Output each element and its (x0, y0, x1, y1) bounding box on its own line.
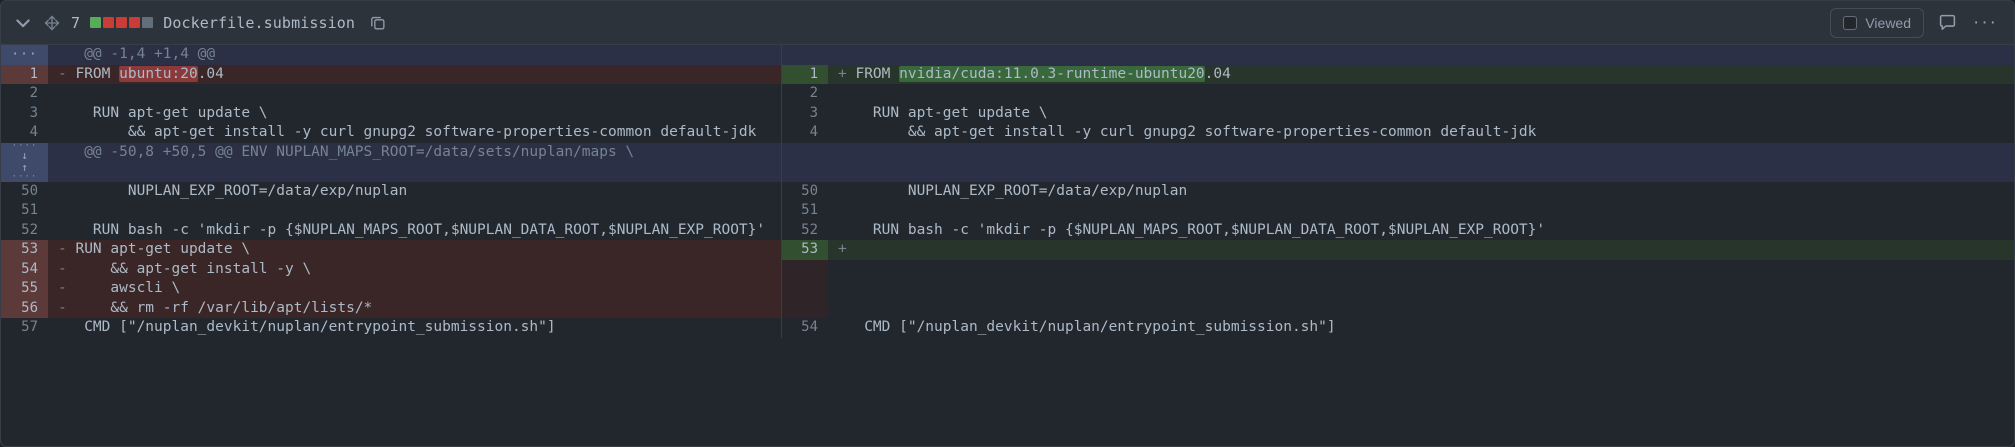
copy-icon[interactable] (365, 14, 387, 32)
line-number-left[interactable]: 55 (1, 279, 48, 299)
line-number-right-empty (780, 259, 828, 279)
hunk-right-gutter (780, 45, 828, 65)
line-content-right[interactable] (828, 201, 2014, 221)
line-content-left[interactable]: - RUN apt-get update \ (48, 240, 781, 260)
file-path: Dockerfile.submission (163, 13, 355, 32)
line-number-left[interactable]: 53 (1, 240, 48, 260)
file-header-left: 7 Dockerfile.submission (13, 13, 1830, 33)
diff-deletion-row: 54- && apt-get install -y \ (1, 259, 2014, 279)
line-number-right[interactable]: 54 (780, 318, 828, 338)
line-content-right[interactable]: && apt-get install -y curl gnupg2 softwa… (828, 123, 2014, 143)
hunk-right-filler (828, 142, 2014, 182)
line-number-left[interactable]: 52 (1, 220, 48, 240)
line-content-right-empty (828, 298, 2014, 318)
line-content-right[interactable]: + (828, 240, 2014, 260)
line-number-right[interactable]: 1 (780, 64, 828, 84)
viewed-label: Viewed (1865, 14, 1912, 31)
line-content-left[interactable]: - && rm -rf /var/lib/apt/lists/* (48, 298, 781, 318)
line-number-right-empty (780, 279, 828, 299)
chevron-down-icon[interactable] (13, 13, 33, 33)
viewed-checkbox-button[interactable]: Viewed (1830, 7, 1925, 38)
hunk-right-filler (828, 45, 2014, 65)
line-content-left[interactable]: && apt-get install -y curl gnupg2 softwa… (48, 123, 781, 143)
viewed-checkbox[interactable] (1843, 15, 1858, 30)
line-number-right[interactable]: 4 (780, 123, 828, 143)
hunk-header-text: @@ -50,8 +50,5 @@ ENV NUPLAN_MAPS_ROOT=/… (48, 142, 781, 182)
diffstat-square-2 (116, 17, 128, 28)
line-number-left[interactable]: 51 (1, 201, 48, 221)
line-number-left[interactable]: 3 (1, 103, 48, 123)
hunk-header-row: ··· @@ -1,4 +1,4 @@ (1, 45, 2014, 65)
line-number-left[interactable]: 57 (1, 318, 48, 338)
line-number-left[interactable]: 56 (1, 298, 48, 318)
line-content-left[interactable]: - FROM ubuntu:20.04 (48, 64, 781, 84)
line-content-right[interactable]: CMD ["/nuplan_devkit/nuplan/entrypoint_s… (828, 318, 2014, 338)
line-content-left[interactable] (48, 201, 781, 221)
line-content-right-empty (828, 259, 2014, 279)
file-header-right: Viewed ··· (1830, 7, 2000, 38)
diffstat-square-0 (90, 17, 102, 28)
line-content-left[interactable]: RUN apt-get update \ (48, 103, 781, 123)
line-number-right[interactable]: 50 (780, 181, 828, 201)
diffstat-squares (90, 17, 154, 28)
changed-lines-count: 7 (71, 13, 81, 32)
hunk-header-text: @@ -1,4 +1,4 @@ (48, 45, 781, 65)
diff-context-row: 3 RUN apt-get update \3 RUN apt-get upda… (1, 103, 2014, 123)
more-options-kebab-icon[interactable]: ··· (1973, 11, 1998, 33)
move-handle-icon[interactable] (43, 14, 61, 32)
expand-up-down-icon[interactable]: ····↓↑···· (1, 142, 48, 182)
line-content-right[interactable]: + FROM nvidia/cuda:11.0.3-runtime-ubuntu… (828, 64, 2014, 84)
line-number-left[interactable]: 54 (1, 259, 48, 279)
line-content-left[interactable]: CMD ["/nuplan_devkit/nuplan/entrypoint_s… (48, 318, 781, 338)
diffstat-square-1 (103, 17, 115, 28)
expand-ellipsis-icon[interactable]: ··· (1, 45, 48, 65)
diffstat-square-4 (142, 17, 154, 28)
line-content-left[interactable]: RUN bash -c 'mkdir -p {$NUPLAN_MAPS_ROOT… (48, 220, 781, 240)
line-number-right[interactable]: 2 (780, 84, 828, 104)
line-number-right[interactable]: 3 (780, 103, 828, 123)
line-number-right[interactable]: 53 (780, 240, 828, 260)
line-content-left[interactable] (48, 84, 781, 104)
diff-context-row: 2 2 (1, 84, 2014, 104)
diffstat-square-3 (129, 17, 141, 28)
line-content-right-empty (828, 279, 2014, 299)
diff-deletion-row: 55- awscli \ (1, 279, 2014, 299)
line-content-right[interactable]: RUN apt-get update \ (828, 103, 2014, 123)
diff-context-row: 51 51 (1, 201, 2014, 221)
diff-deletion-row: 56- && rm -rf /var/lib/apt/lists/* (1, 298, 2014, 318)
line-number-left[interactable]: 4 (1, 123, 48, 143)
line-number-right-empty (780, 298, 828, 318)
line-content-right[interactable]: RUN bash -c 'mkdir -p {$NUPLAN_MAPS_ROOT… (828, 220, 2014, 240)
line-number-right[interactable]: 52 (780, 220, 828, 240)
line-content-right[interactable] (828, 84, 2014, 104)
diff-context-row: 57 CMD ["/nuplan_devkit/nuplan/entrypoin… (1, 318, 2014, 338)
hunk-right-gutter (780, 142, 828, 182)
line-content-left[interactable]: NUPLAN_EXP_ROOT=/data/exp/nuplan (48, 181, 781, 201)
line-number-left[interactable]: 1 (1, 64, 48, 84)
line-content-right[interactable]: NUPLAN_EXP_ROOT=/data/exp/nuplan (828, 181, 2014, 201)
file-diff-header: 7 Dockerfile.submission Viewed ··· (1, 1, 2014, 45)
line-number-left[interactable]: 2 (1, 84, 48, 104)
hunk-header-row: ····↓↑···· @@ -50,8 +50,5 @@ ENV NUPLAN_… (1, 142, 2014, 182)
diff-context-row: 4 && apt-get install -y curl gnupg2 soft… (1, 123, 2014, 143)
line-content-left[interactable]: - && apt-get install -y \ (48, 259, 781, 279)
line-number-left[interactable]: 50 (1, 181, 48, 201)
diff-change-row: 53- RUN apt-get update \53+ (1, 240, 2014, 260)
line-number-right[interactable]: 51 (780, 201, 828, 221)
line-content-left[interactable]: - awscli \ (48, 279, 781, 299)
diff-context-row: 52 RUN bash -c 'mkdir -p {$NUPLAN_MAPS_R… (1, 220, 2014, 240)
comment-icon[interactable] (1938, 13, 1957, 32)
